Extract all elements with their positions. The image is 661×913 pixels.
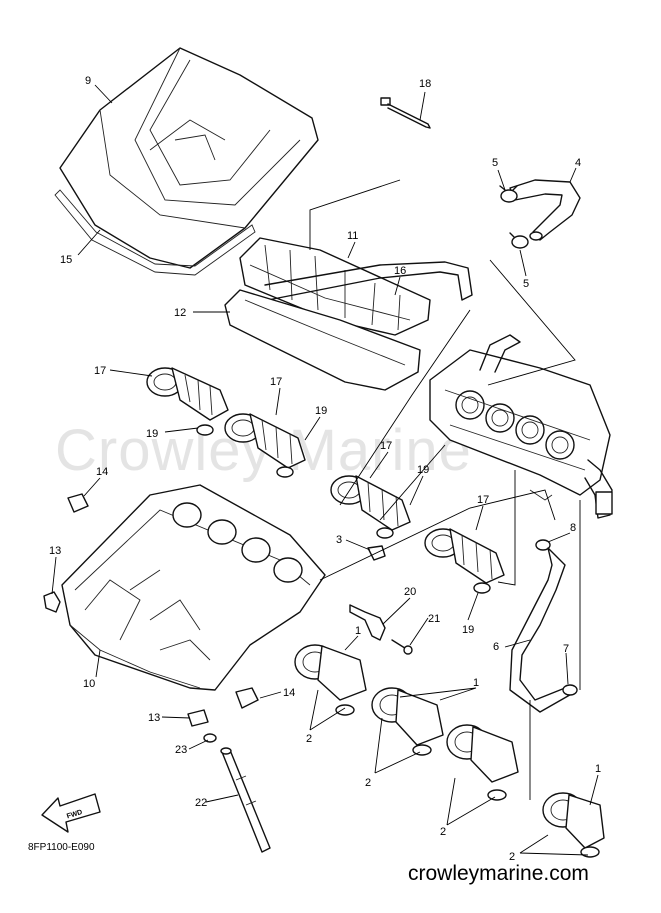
hose-clamp-lower [509, 232, 529, 249]
callout-13-lower: 13 [148, 712, 160, 724]
callout-12: 12 [174, 307, 186, 319]
breather-hose [509, 179, 581, 241]
callout-19-b: 19 [315, 405, 327, 417]
callout-17-d: 17 [477, 494, 489, 506]
air-box-case [61, 484, 326, 691]
damper-pad-lower [235, 687, 259, 709]
callout-6: 6 [493, 641, 499, 653]
callout-1-b: 1 [473, 677, 479, 689]
callout-2-a: 2 [306, 733, 312, 745]
callout-19-d: 19 [462, 624, 474, 636]
callout-15: 15 [60, 254, 72, 266]
callout-3: 3 [336, 534, 342, 546]
mount-clip-lower [187, 709, 217, 743]
callout-1-a: 1 [355, 625, 361, 637]
intake-joint-2 [371, 687, 444, 756]
callout-17-b: 17 [270, 376, 282, 388]
intake-funnel-3 [330, 475, 411, 539]
clip [367, 545, 386, 561]
mount-clip-upper [43, 591, 61, 613]
cover-gasket [54, 189, 256, 276]
callout-23: 23 [175, 744, 187, 756]
callout-16: 16 [394, 265, 406, 277]
callout-1-c: 1 [595, 763, 601, 775]
filter-plate [224, 289, 421, 391]
leader-lines [51, 84, 599, 856]
drain-hose [509, 539, 578, 713]
callout-20: 20 [404, 586, 416, 598]
callout-9: 9 [85, 75, 91, 87]
callout-4: 4 [575, 157, 581, 169]
callout-11: 11 [347, 230, 358, 242]
callout-5-upper: 5 [492, 157, 498, 169]
damper-pad-upper [67, 493, 89, 513]
callout-8: 8 [570, 522, 576, 534]
sensor-20 [349, 604, 386, 641]
filter-breather-hose [264, 261, 473, 301]
intake-joint-4 [542, 792, 605, 858]
bolt-21 [391, 639, 413, 655]
intake-funnel-2 [224, 413, 306, 478]
callout-14-upper: 14 [96, 466, 108, 478]
callout-18: 18 [419, 78, 431, 90]
forward-arrow-icon: FWD [41, 793, 101, 833]
callout-7: 7 [563, 643, 569, 655]
throttle-body-assembly [429, 334, 613, 519]
callout-17-c: 17 [380, 440, 392, 452]
callout-21: 21 [428, 613, 440, 625]
callout-17-a: 17 [94, 365, 106, 377]
intake-funnel-4 [424, 528, 505, 594]
intake-joint-3 [446, 724, 519, 801]
callout-19-a: 19 [146, 428, 158, 440]
drawing-code: 8FP1100-E090 [28, 842, 95, 853]
cable-band [380, 97, 431, 129]
hose-clamp-upper [499, 185, 518, 203]
callout-19-c: 19 [417, 464, 429, 476]
callout-14-lower: 14 [283, 687, 295, 699]
callout-2-c: 2 [440, 826, 446, 838]
drain-tube [220, 747, 271, 853]
callout-5-lower: 5 [523, 278, 529, 290]
callout-2-d: 2 [509, 851, 515, 863]
intake-funnel-1 [146, 367, 229, 436]
fwd-label: FWD [66, 809, 83, 821]
air-box-cover [59, 47, 319, 269]
callout-13-upper: 13 [49, 545, 61, 557]
callout-2-b: 2 [365, 777, 371, 789]
intake-joint-1 [294, 644, 367, 716]
callout-labels: 9 15 18 5 4 11 5 16 12 17 17 19 19 17 19… [49, 75, 601, 863]
site-url: crowleymarine.com [408, 862, 589, 885]
callout-10: 10 [83, 678, 95, 690]
callout-22: 22 [195, 797, 207, 809]
